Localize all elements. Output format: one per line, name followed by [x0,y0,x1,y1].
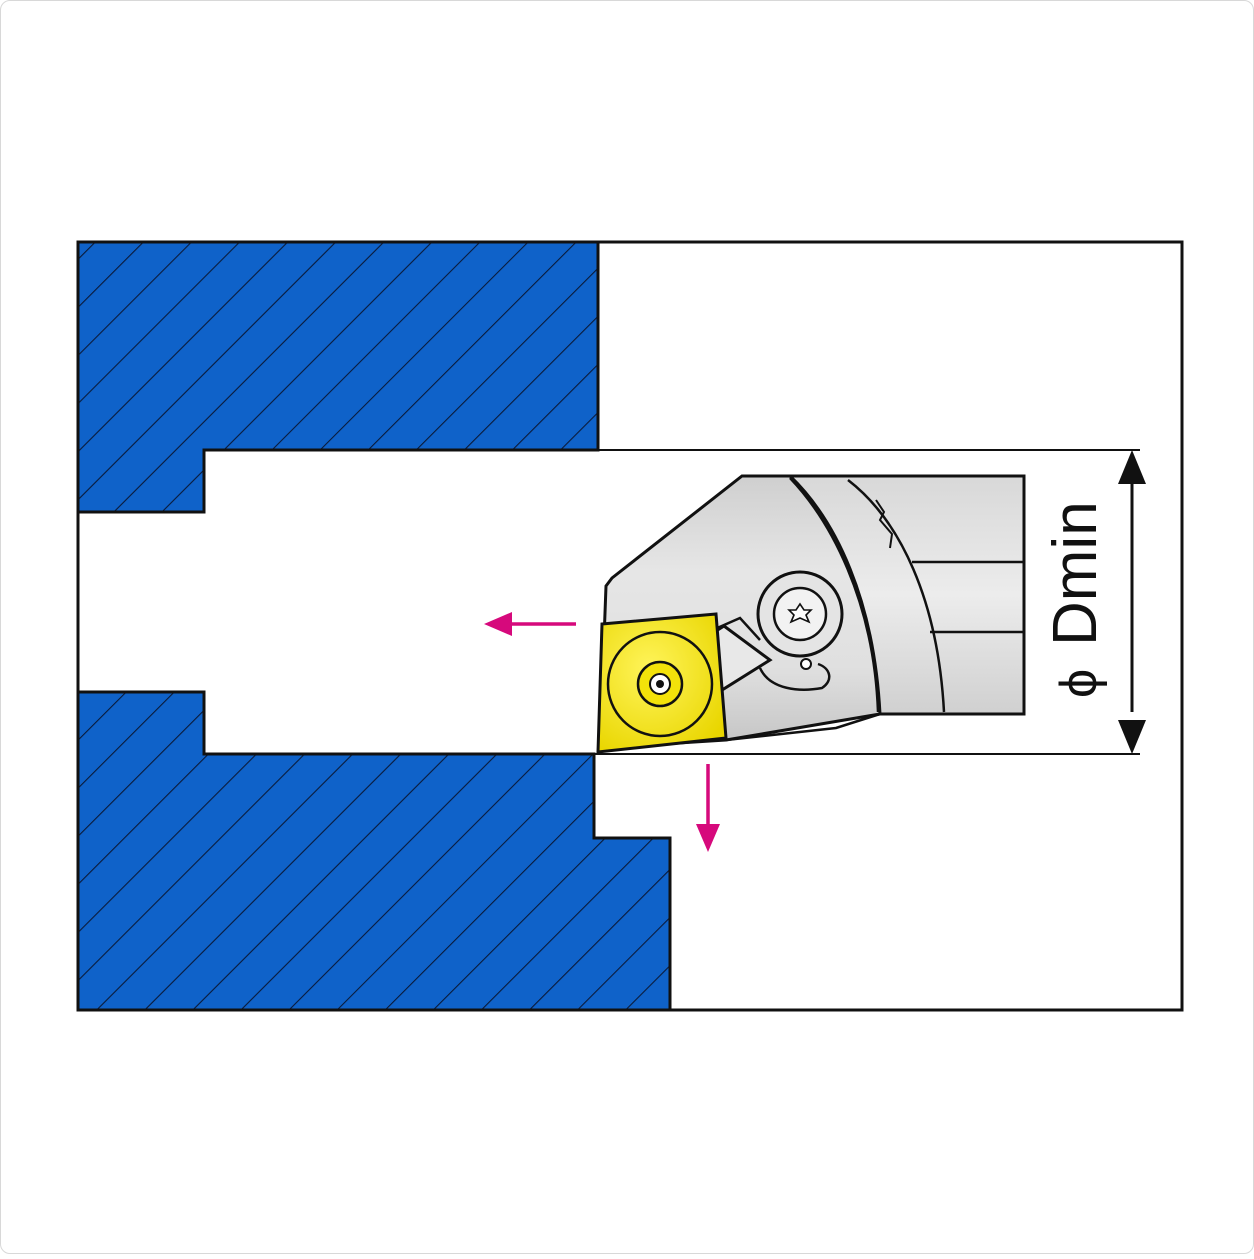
clamp-base [758,662,831,691]
arrow-down-icon [696,764,720,852]
arrow-left-icon [484,612,576,636]
insert-screw-core [656,680,664,688]
dimension-label: ϕ Dmin [1041,501,1110,698]
double-arrow-vertical-icon [1118,450,1146,754]
holder-shoulder-curve-1 [789,477,880,713]
dimension-text: Dmin [1041,501,1110,646]
cutting-insert [596,612,728,754]
holder-chin [725,712,881,742]
torx-recess [787,602,813,624]
dimension-symbol: ϕ [1050,669,1108,698]
holder-shoulder-chip [875,499,894,549]
holder-shoulder-curve-2 [847,479,946,713]
workpiece-lower [76,690,672,1012]
clamp-pin [800,658,812,670]
workpiece-upper [76,240,600,514]
insert-ring [606,630,714,738]
